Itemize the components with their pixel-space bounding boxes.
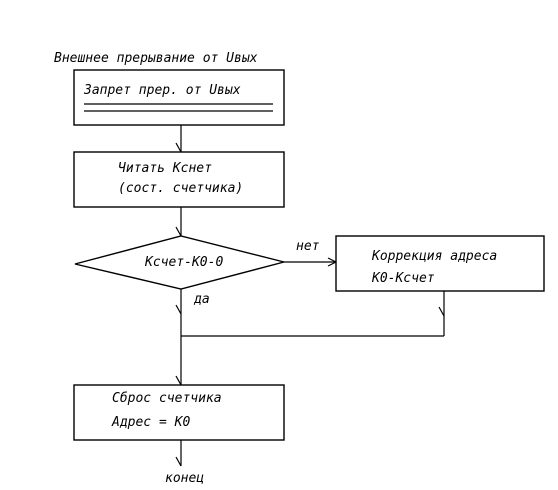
flowchart-title: Внешнее прерывание от Uвых [54,51,258,66]
address-correction-label-line1: Коррекция адреса [371,249,497,264]
read-counter-label-line2: (сост. счетчика) [118,181,243,196]
reset-counter-label-line2: Адрес = К0 [111,415,190,430]
arrow-tip-reset-end [175,456,182,467]
decision-label: Ксчет-К0-0 [144,255,223,270]
reset-counter-box [73,384,285,441]
tick-decision-yes [175,304,182,315]
arrow-tip-1-2 [175,142,182,153]
arrow-tip-merge-reset [175,375,182,386]
disable-interrupt-box [73,69,285,126]
end-label: конец [165,471,204,486]
read-counter-label-line1: Читать Кснет [118,161,212,176]
disable-interrupt-label: Запрет прер. от Uвых [83,83,241,98]
tick-correction-down [438,306,445,317]
no-label: нет [296,239,320,254]
read-counter-box [73,151,285,208]
reset-counter-label-line1: Сброс счетчика [112,391,222,406]
address-correction-label-line2: К0-Ксчет [371,271,435,286]
arrow-tip-2-decision [175,226,182,237]
address-correction-box [335,235,545,292]
yes-label: да [193,292,210,307]
